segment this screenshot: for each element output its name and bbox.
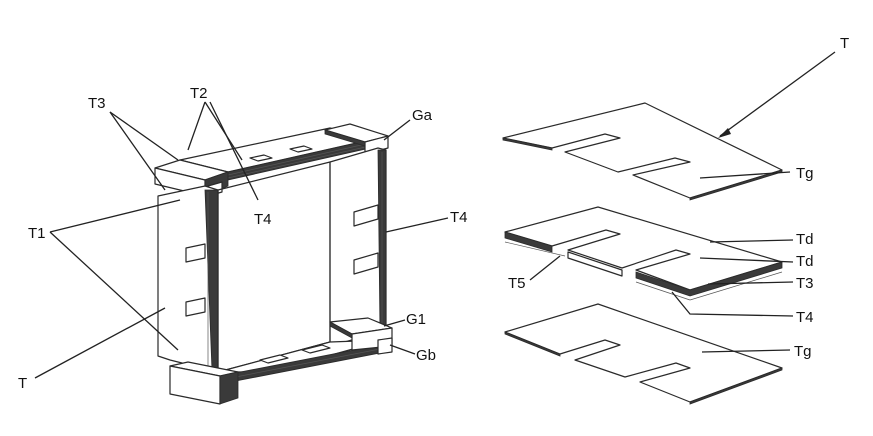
bottom-right-bracket	[329, 317, 393, 355]
label-t3-right: T3	[796, 275, 814, 292]
exploded-stack	[502, 102, 783, 405]
bottom-left-corner-block	[169, 361, 239, 405]
label-t5: T5	[508, 275, 526, 292]
label-td-2: Td	[796, 253, 814, 270]
label-tg-top: Tg	[796, 165, 814, 182]
label-t-left: T	[18, 375, 27, 392]
label-t4-right: T4	[796, 309, 814, 326]
label-td-1: Td	[796, 231, 814, 248]
label-t4-top: T4	[254, 211, 272, 228]
top-yoke	[179, 127, 371, 181]
plate-tg-top	[502, 102, 783, 201]
label-t3-left: T3	[88, 95, 106, 112]
label-t2: T2	[190, 85, 208, 102]
label-ga: Ga	[412, 107, 433, 124]
right-limb	[329, 147, 387, 345]
plate-stack-middle	[504, 206, 783, 301]
label-t1: T1	[28, 225, 46, 242]
label-gb: Gb	[416, 347, 436, 364]
label-t-right: T	[840, 35, 849, 52]
leader-lines	[34, 51, 836, 379]
label-t4-side: T4	[450, 209, 468, 226]
plate-tg-bottom	[504, 303, 783, 405]
labels: T3 T2 Ga T4 T4 T1 G1 Gb T T Tg Td Td T5 …	[18, 35, 849, 392]
label-g1: G1	[406, 311, 426, 328]
assembled-core	[154, 123, 393, 405]
top-right-bracket-ga	[324, 123, 389, 155]
label-tg-bottom: Tg	[794, 343, 812, 360]
left-limb	[157, 185, 219, 373]
